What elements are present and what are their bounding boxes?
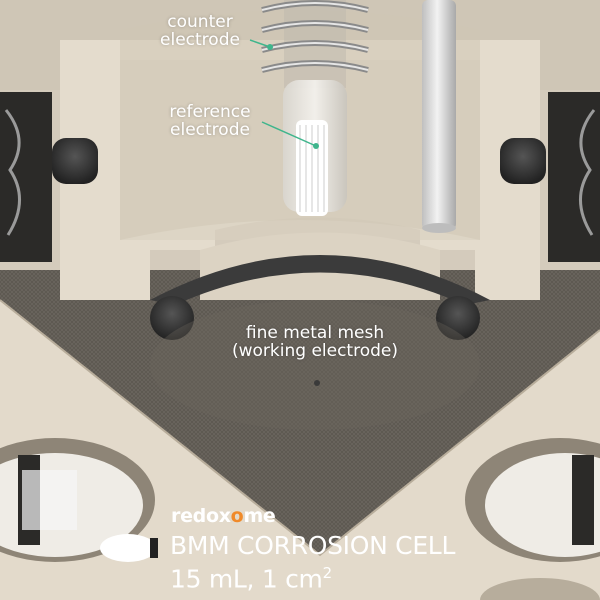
logo-part-post: me	[243, 505, 276, 527]
white-rod	[422, 0, 456, 230]
oring-cross-left	[150, 296, 194, 340]
counter-leader-line	[249, 39, 271, 48]
reference-electrode-label: reference electrode	[150, 103, 270, 140]
logo-part-pre: redox	[171, 505, 231, 527]
counter-electrode-label: counter electrode	[140, 13, 260, 50]
right-port-rod	[572, 455, 594, 545]
reference-label-line1: reference	[169, 102, 251, 122]
working-electrode-area	[150, 300, 480, 430]
main-oring	[150, 255, 490, 305]
counter-label-line1: counter	[167, 12, 233, 32]
reference-label-line2: electrode	[170, 120, 250, 141]
oring-cross-right	[436, 296, 480, 340]
mesh-leader-dot	[314, 380, 320, 386]
mesh-label-line2: (working electrode)	[231, 341, 398, 362]
right-port-inner	[485, 453, 600, 557]
counter-label-line2: electrode	[160, 30, 240, 51]
right-thread	[579, 109, 596, 236]
reference-frit-lines	[299, 125, 325, 212]
left-port-glass	[22, 470, 77, 530]
left-insert	[0, 92, 52, 262]
white-rod-tip	[422, 223, 456, 233]
mesh-electrode-label: fine metal mesh (working electrode)	[200, 324, 430, 361]
reference-leader-line	[261, 121, 317, 147]
right-insert	[548, 92, 600, 262]
bottom-right-hole	[480, 578, 600, 600]
base-plate	[0, 300, 600, 600]
mesh-label-line1: fine metal mesh	[245, 323, 385, 343]
base-plate-edge	[0, 299, 600, 557]
redoxme-logo: redoxome	[171, 505, 276, 527]
bottom-capsule-cap	[150, 538, 158, 558]
product-specs-superscript: 2	[322, 564, 333, 582]
left-thread	[4, 109, 21, 236]
reference-leader-dot	[313, 143, 319, 149]
right-side-oring	[500, 138, 546, 184]
product-title: BMM CORROSION CELL	[170, 531, 456, 560]
bottom-capsule	[100, 534, 156, 562]
logo-part-dot: o	[230, 505, 244, 527]
metal-mesh-sheet	[0, 270, 600, 555]
left-side-oring	[52, 138, 98, 184]
counter-leader-dot	[267, 44, 273, 50]
product-specs: 15 mL, 1 cm2	[170, 564, 332, 593]
counter-electrode-coil	[261, 0, 369, 88]
product-specs-text: 15 mL, 1 cm	[170, 564, 323, 594]
